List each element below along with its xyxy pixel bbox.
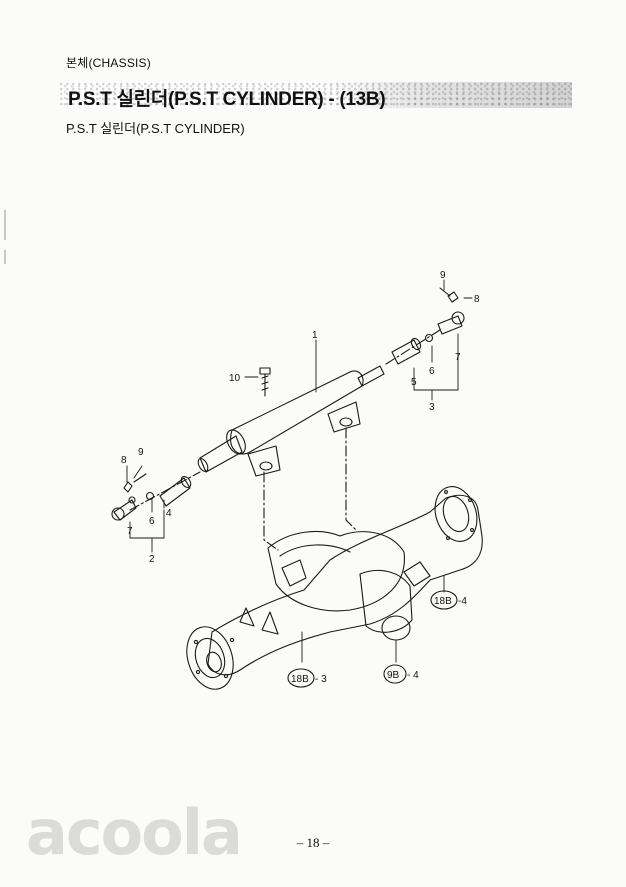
left-tie-rod-parts: [111, 473, 192, 521]
callout-5: 5: [411, 377, 417, 388]
ref-circle-18b-4: [430, 590, 458, 610]
watermark-logo: acoola: [26, 796, 243, 869]
callout-1: 1: [312, 330, 318, 341]
leader-lines: [126, 279, 473, 663]
guide-lines: [129, 329, 441, 551]
ref-18b-4-code: 18B: [434, 596, 452, 607]
ref-9b-4-code: 9B: [387, 670, 400, 681]
bolt-10: [259, 367, 271, 397]
callout-8-right: 8: [474, 294, 480, 305]
ref-9b-4-item: - 4: [407, 670, 419, 681]
callout-3: 3: [429, 402, 435, 413]
ref-18b-3-item: - 3: [315, 674, 327, 685]
callout-2: 2: [149, 554, 155, 565]
callout-7-left: 7: [127, 526, 133, 537]
scan-artifact: [4, 210, 6, 240]
axle-housing: [186, 486, 483, 690]
callout-9-left: 9: [138, 447, 144, 458]
ref-circle-18b-3: [287, 668, 315, 688]
title-band: [60, 82, 572, 108]
callout-6-right: 6: [429, 366, 435, 377]
callout-10: 10: [229, 373, 241, 384]
callout-9-right: 9: [440, 270, 446, 281]
page-number: – 18 –: [296, 835, 330, 850]
section-label: 본체(CHASSIS): [66, 56, 151, 70]
page-title: P.S.T 실린더(P.S.T CYLINDER) - (13B): [68, 89, 386, 110]
callout-4: 4: [166, 508, 172, 519]
cylinder-assembly: [197, 365, 385, 477]
callout-6-left: 6: [149, 516, 155, 527]
right-tie-rod-parts: [391, 287, 465, 365]
ref-18b-4-item: -4: [458, 596, 467, 607]
callout-8-left: 8: [121, 455, 127, 466]
scan-artifact: [4, 250, 6, 264]
ref-18b-3-code: 18B: [291, 674, 309, 685]
page-subtitle: P.S.T 실린더(P.S.T CYLINDER): [66, 121, 245, 136]
callout-7-right: 7: [455, 352, 461, 363]
ref-circle-9b-4: [383, 664, 407, 684]
